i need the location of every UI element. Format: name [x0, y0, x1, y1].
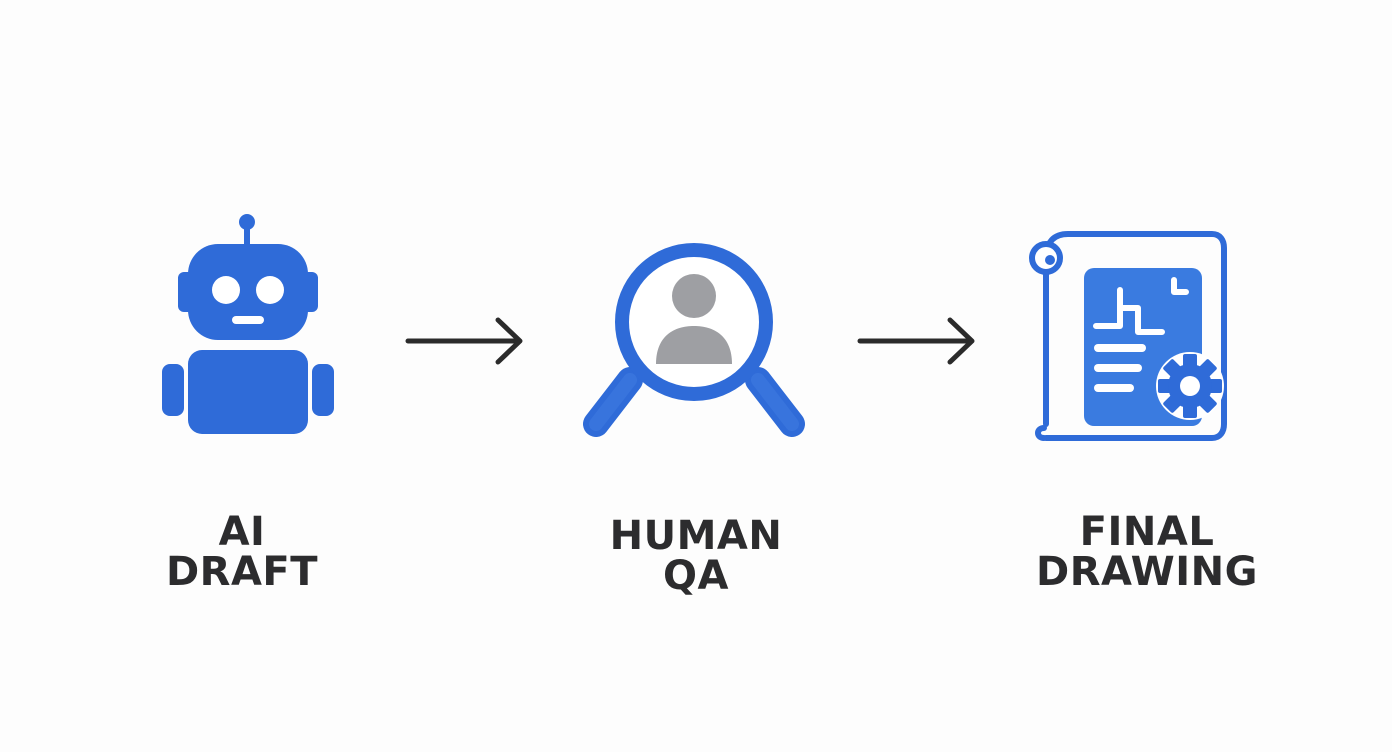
step-label-human-qa: HUMAN QA	[586, 516, 806, 596]
label-line: DRAWING	[1036, 549, 1258, 595]
arrow-right-icon	[405, 317, 523, 365]
arrow-right-icon	[857, 317, 975, 365]
label-line: HUMAN	[609, 513, 783, 559]
robot-icon	[162, 214, 334, 434]
label-line: QA	[663, 553, 729, 599]
step-label-ai-draft: AI DRAFT	[142, 512, 342, 592]
blueprint-gear-icon	[1029, 231, 1227, 441]
magnifier-person-icon	[583, 243, 805, 437]
label-line: DRAFT	[165, 549, 319, 595]
label-line: AI	[218, 509, 266, 555]
label-line: FINAL	[1079, 509, 1215, 555]
step-label-final-drawing: FINAL DRAWING	[1022, 512, 1272, 592]
